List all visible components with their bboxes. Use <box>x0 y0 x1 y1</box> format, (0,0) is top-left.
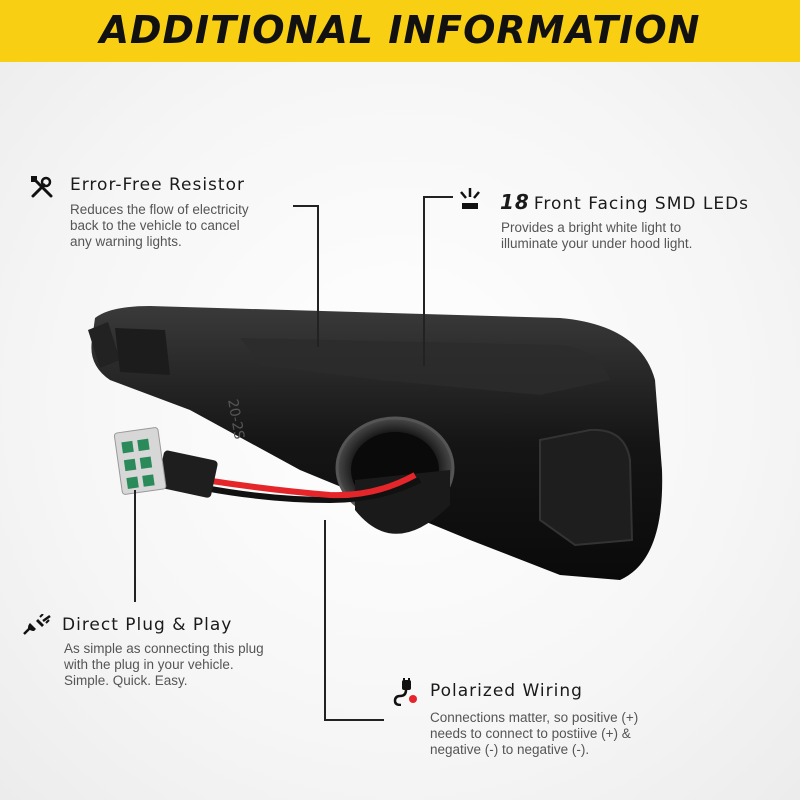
feature-leds-desc: Provides a bright white light to illumin… <box>501 220 693 251</box>
leader-resistor-h <box>293 205 319 207</box>
svg-text:20-2S: 20-2S <box>224 398 247 441</box>
leader-leds-h <box>423 196 453 198</box>
leader-wiring-h <box>324 719 384 721</box>
feature-plug-title: Direct Plug & Play <box>62 615 233 635</box>
led-count: 18 <box>500 190 530 214</box>
wiring-icon <box>393 678 419 711</box>
tools-icon <box>30 175 54 204</box>
feature-plug-desc: As simple as connecting this plug with t… <box>64 641 264 688</box>
leader-wiring-v <box>324 520 326 720</box>
leader-plug-v <box>134 490 136 602</box>
feature-wiring-title: Polarized Wiring <box>430 681 583 701</box>
header-banner <box>0 0 800 62</box>
page-title: ADDITIONAL INFORMATION <box>99 8 701 52</box>
feature-resistor-desc: Reduces the flow of electricity back to … <box>70 202 249 249</box>
feature-resistor-title: Error-Free Resistor <box>70 175 245 195</box>
light-icon <box>458 186 482 217</box>
leader-resistor-v <box>317 205 319 347</box>
plug-icon <box>22 613 52 641</box>
leader-leds-v <box>423 196 425 366</box>
feature-wiring-desc: Connections matter, so positive (+) need… <box>430 710 639 757</box>
